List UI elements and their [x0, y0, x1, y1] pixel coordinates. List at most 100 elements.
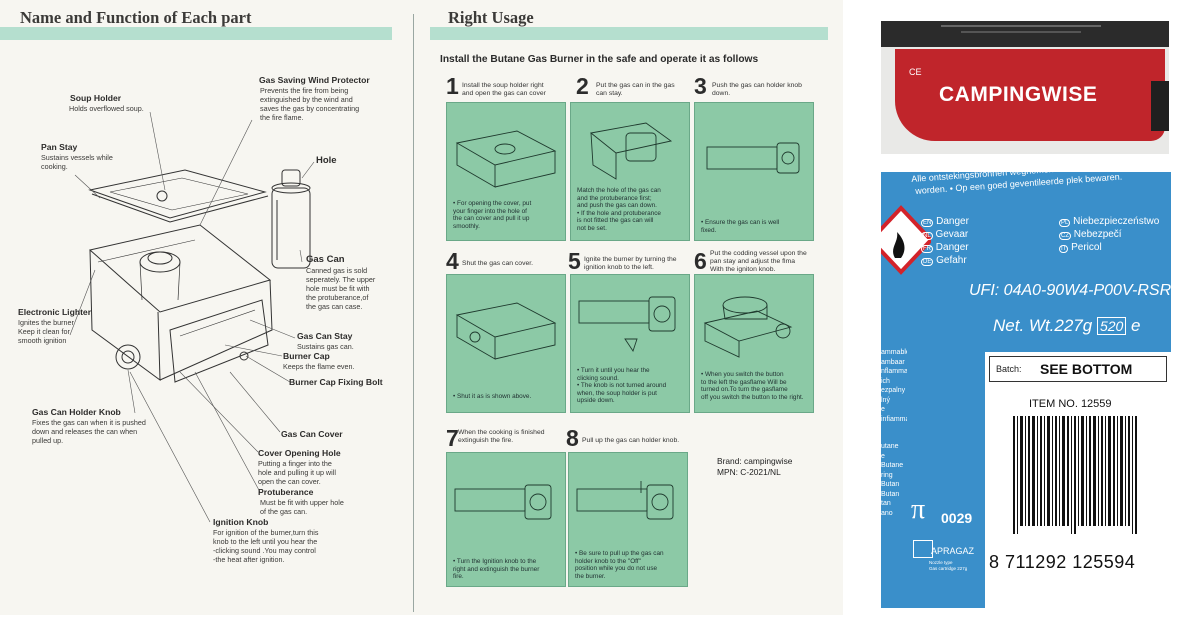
part-label-burner-cap: Burner Cap [283, 351, 330, 361]
mpn-line: MPN: C-2021/NL [717, 467, 781, 477]
danger-word-cz: Nebezpečí [1073, 229, 1122, 240]
part-label-gas-can-cover: Gas Can Cover [281, 429, 343, 439]
step-1-number: 1 [446, 73, 459, 99]
danger-word-de: Gefahr [936, 255, 967, 266]
part-label-burner-cap-fixing-bolt: Burner Cap Fixing Bolt [289, 377, 383, 387]
step-5-panel: • Turn it until you hear the clicking so… [570, 274, 690, 413]
part-label-soup-holder: Soup Holder [70, 93, 122, 103]
part-label-gas-can-holder-knob: Gas Can Holder Knob [32, 407, 121, 417]
barcode-label: Batch: SEE BOTTOM ITEM NO. 12559 [985, 352, 1171, 608]
nozzle-type-text: Nozzle type [929, 560, 953, 565]
ce-mark: CE [909, 67, 922, 77]
step-8-illustration [576, 481, 674, 520]
danger-word-en: Danger [936, 216, 969, 227]
apragaz-logo-icon [913, 540, 933, 558]
step-1-title: Install the soup holder right and open t… [462, 82, 546, 97]
side-word: nflammable [881, 368, 907, 375]
step-5-title: Ignite the burner by turning the ignitio… [584, 256, 677, 271]
part-desc-cover-opening-hole: Putting a finger into the hole and pulli… [258, 459, 336, 486]
step-8-number: 8 [566, 425, 579, 451]
part-desc-ignition-knob: For ignition of the burner,turn this kno… [213, 528, 319, 564]
step-1-note: • For opening the cover, put your finger… [453, 200, 532, 230]
stove-label-photo: CE CAMPINGWISE [881, 21, 1169, 154]
danger-list-1: EN Danger NL Gevaar FR Danger DE Gefahr [921, 216, 969, 268]
step-3-panel: • Ensure the gas can is well fixed. [694, 102, 814, 241]
part-desc-soup-holder: Holds overflowed soup. [69, 104, 144, 113]
pi-code: 0029 [941, 510, 973, 526]
step-7-illustration [454, 484, 552, 520]
right-header: Right Usage [448, 8, 534, 27]
step-6-panel: • When you switch the button to the left… [694, 274, 814, 413]
part-label-protuberance: Protuberance [258, 487, 314, 497]
ufi-code: UFI: 04A0-90W4-P00V-RSRM [969, 282, 1171, 299]
step-6-illustration [703, 296, 793, 358]
part-label-gas-can-stay: Gas Can Stay [297, 331, 353, 341]
stove-red-panel [895, 49, 1165, 141]
net-weight-text: Net. Wt.227g [993, 316, 1093, 335]
lang-code-it: IT [1059, 245, 1069, 253]
part-label-pan-stay: Pan Stay [41, 142, 78, 152]
item-number: ITEM NO. 12559 [1029, 398, 1112, 410]
side-word: e Butane [881, 452, 904, 470]
net-weight: Net. Wt.227g 520 e [993, 316, 1141, 336]
step-7-title: When the cooking is finished extinguish … [458, 429, 545, 444]
part-desc-pan-stay: Sustains vessels while cooking. [41, 153, 113, 171]
step-4-number: 4 [446, 248, 459, 274]
step-3-number: 3 [694, 73, 707, 99]
step-5-number: 5 [568, 248, 581, 274]
gas-can-label-photo: Alle ontstekingsbronnen weghemen als dat… [881, 172, 1171, 608]
left-header: Name and Function of Each part [20, 8, 252, 27]
side-word: ambaar [881, 358, 905, 366]
net-box-num: 520 [1096, 317, 1127, 335]
side-word: lný [881, 396, 890, 404]
barcode-image [1013, 416, 1137, 534]
part-desc-protuberance: Must be fit with upper hole of the gas c… [260, 498, 344, 516]
flammable-hazard-icon [881, 205, 931, 275]
step-6-note: • When you switch the button to the left… [701, 371, 804, 401]
side-word: utane [881, 443, 899, 450]
part-label-hole: Hole [316, 155, 337, 166]
side-word: ammable [881, 349, 907, 356]
side-word: ezpalny [881, 387, 906, 394]
batch-value: SEE BOTTOM [1040, 361, 1133, 377]
stove-side-knob [1151, 81, 1169, 131]
page-divider [413, 14, 414, 612]
batch-label: Batch: [996, 364, 1022, 374]
estimated-sign: e [1131, 316, 1141, 335]
step-6-number: 6 [694, 248, 707, 274]
part-label-gas-can: Gas Can [306, 254, 345, 265]
danger-word-fr: Danger [935, 242, 969, 253]
part-desc-wind-protector: Prevents the fire from being extinguishe… [260, 86, 360, 122]
step-4-panel: • Shut it as is shown above. [446, 274, 566, 413]
header-band-left [0, 27, 392, 40]
step-3-title: Push the gas can holder knob down. [712, 82, 802, 97]
step-1-panel: • For opening the cover, put your finger… [446, 102, 566, 241]
stove-brand-logo: CAMPINGWISE [939, 83, 1098, 106]
step-3-illustration [706, 142, 800, 174]
step-4-title: Shut the gas can cover. [462, 260, 534, 267]
stove-diagram [69, 111, 315, 523]
step-2-note: Match the hole of the gas can and the pr… [577, 187, 661, 232]
lang-code-nl: NL [921, 232, 933, 240]
side-word: Butan [881, 490, 900, 498]
step-7-number: 7 [446, 425, 459, 451]
header-band-right [430, 27, 828, 40]
brand-line: Brand: campingwise [717, 456, 793, 466]
part-desc-gas-can: Canned gas is sold seperately. The upper… [306, 266, 376, 311]
install-title: Install the Butane Gas Burner in the saf… [440, 54, 759, 65]
part-label-electronic-lighter: Electronic Lighter [18, 307, 92, 317]
lang-code-cz: CZ [1059, 232, 1071, 240]
step-2-illustration [589, 122, 673, 180]
step-8-title: Pull up the gas can holder knob. [582, 437, 680, 444]
step-8-note: • Be sure to pull up the gas can holder … [575, 550, 664, 580]
step-3-note: • Ensure the gas can is well fixed. [701, 219, 780, 234]
step-7-note: • Turn the Ignition knob to the right an… [453, 558, 540, 580]
part-label-wind-protector: Gas Saving Wind Protector [259, 75, 370, 85]
danger-list-2: PL Niebezpieczeństwo CZ Nebezpečí IT Per… [1059, 216, 1159, 255]
step-6-title: Put the codding vessel upon the pan stay… [710, 250, 807, 273]
lang-code-de: DE [921, 258, 934, 266]
side-word: e infiammabile [881, 406, 907, 423]
side-word: tan [881, 500, 891, 507]
part-desc-burner-cap: Keeps the flame even. [283, 362, 355, 371]
